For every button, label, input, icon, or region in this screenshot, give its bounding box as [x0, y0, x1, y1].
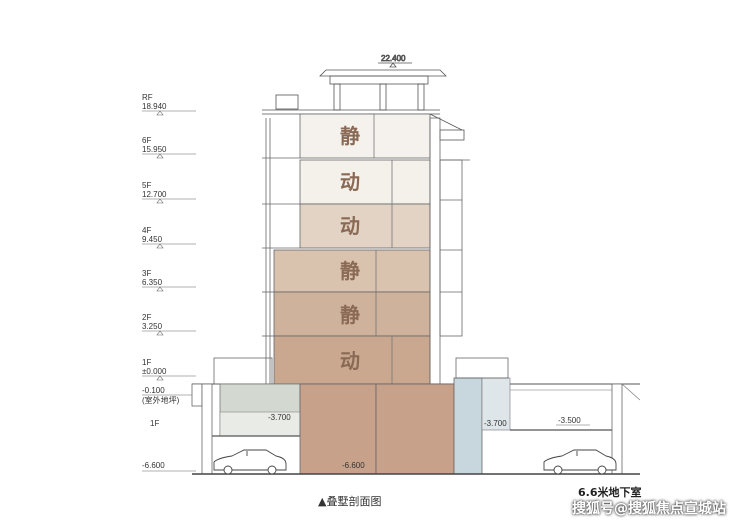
floor-mark-5f: 动 [340, 170, 360, 194]
floor-mark-6f: 静 [340, 124, 360, 148]
level-1f: 1F ±0.000 [142, 358, 196, 381]
level-ground: -0.100 (室外地坪) [142, 386, 196, 405]
level-4f: 4F 9.450 [142, 226, 196, 249]
level-rf: RF 18.940 [142, 93, 196, 116]
floor-mark-4f: 动 [340, 214, 360, 238]
level-6f: 6F 15.950 [142, 136, 196, 159]
car-right-icon [543, 449, 617, 475]
floor-mark-2f: 静 [340, 303, 360, 327]
level-2f-name: 2F [142, 313, 151, 322]
basement-note: 6.6米地下室 [578, 486, 642, 499]
level-3f: 3F 6.350 [142, 269, 196, 292]
level-2f: 2F 3.250 [142, 313, 196, 336]
top-elevation: 22.400 [381, 54, 406, 63]
diagram-caption: ▲叠墅剖面图 [318, 495, 382, 508]
level-2f-elev: 3.250 [142, 322, 163, 331]
level-1f-elev: ±0.000 [142, 367, 167, 376]
elev-center-floor: -6.600 [342, 461, 365, 470]
elev-right-court: -3.700 [484, 419, 507, 428]
level-rf-elev: 18.940 [142, 102, 167, 111]
level-5f-name: 5F [142, 181, 151, 190]
level-basement: -6.600 [142, 461, 196, 472]
elev-right-garage: -3.500 [558, 416, 581, 425]
level-3f-name: 3F [142, 269, 151, 278]
floor-marks: 静 动 动 静 静 动 [340, 124, 360, 373]
level-5f-elev: 12.700 [142, 190, 167, 199]
floors [262, 113, 470, 385]
level-4f-name: 4F [142, 226, 151, 235]
basement-elev: -6.600 [142, 461, 165, 470]
level-4f-elev: 9.450 [142, 235, 163, 244]
elev-left-court: -3.700 [268, 413, 291, 422]
level-3f-elev: 6.350 [142, 278, 163, 287]
level-rf-name: RF [142, 93, 153, 102]
ground-elev: -0.100 [142, 386, 165, 395]
floor-mark-1f: 动 [340, 349, 360, 373]
floor-mark-3f: 静 [340, 259, 360, 283]
watermark: 搜狐号@搜狐焦点宣城站 [572, 501, 726, 517]
level-6f-name: 6F [142, 136, 151, 145]
car-left-icon [213, 449, 287, 475]
basement-floor-label: 1F [150, 419, 159, 428]
ground-note: (室外地坪) [142, 395, 180, 405]
level-1f-name: 1F [142, 358, 151, 367]
ground-and-basement: -3.700 -6.600 -3.700 -3.500 [191, 357, 641, 475]
level-6f-elev: 15.950 [142, 145, 167, 154]
level-markers: RF 18.940 6F 15.950 5F 12.700 4F 9.450 3… [142, 93, 196, 472]
level-5f: 5F 12.700 [142, 181, 196, 204]
